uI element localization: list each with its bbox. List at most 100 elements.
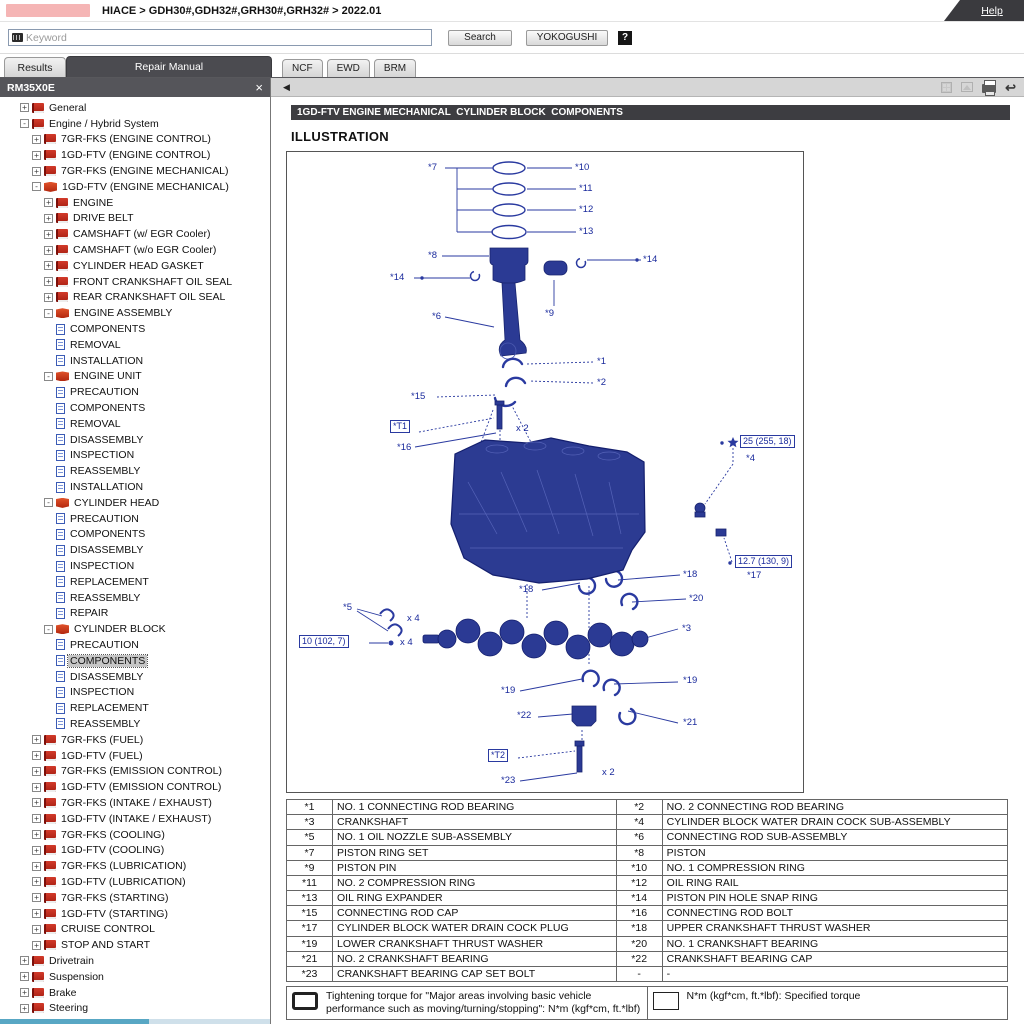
tree-item-label[interactable]: REMOVAL bbox=[70, 338, 121, 351]
tree-item[interactable]: COMPONENTS bbox=[0, 321, 270, 337]
expand-icon[interactable]: + bbox=[32, 893, 41, 903]
tree-item[interactable]: -ENGINE UNIT bbox=[0, 369, 270, 385]
tree-item[interactable]: +1GD-FTV (FUEL) bbox=[0, 748, 270, 764]
tree-item-label[interactable]: CAMSHAFT (w/ EGR Cooler) bbox=[73, 228, 211, 241]
tree-item-label[interactable]: INSTALLATION bbox=[70, 481, 144, 494]
tree-item-label[interactable]: 1GD-FTV (FUEL) bbox=[61, 749, 143, 762]
tree-item-label[interactable]: 7GR-FKS (INTAKE / EXHAUST) bbox=[61, 796, 212, 809]
keyword-input[interactable] bbox=[26, 31, 431, 44]
tree-item-label[interactable]: PRECAUTION bbox=[70, 512, 139, 525]
tree-item[interactable]: INSTALLATION bbox=[0, 353, 270, 369]
tree-item[interactable]: +REAR CRANKSHAFT OIL SEAL bbox=[0, 290, 270, 306]
tree-item[interactable]: - CYLINDER HEAD bbox=[0, 495, 270, 511]
tree-item[interactable]: DISASSEMBLY bbox=[0, 432, 270, 448]
tree-item[interactable]: + General bbox=[0, 100, 270, 116]
return-icon[interactable]: ↩ bbox=[1005, 79, 1016, 95]
tree-item-label[interactable]: 1GD-FTV (STARTING) bbox=[61, 907, 168, 920]
collapse-icon[interactable]: - bbox=[44, 498, 53, 508]
tree-item-label[interactable]: 7GR-FKS (STARTING) bbox=[61, 891, 169, 904]
tree-item-label[interactable]: FRONT CRANKSHAFT OIL SEAL bbox=[73, 275, 233, 288]
tree-item-label[interactable]: INSPECTION bbox=[70, 560, 135, 572]
tree-item[interactable]: COMPONENTS bbox=[0, 400, 270, 416]
tree-item[interactable]: + CYLINDER HEAD GASKET bbox=[0, 258, 270, 274]
tree-item-label[interactable]: 1GD-FTV (ENGINE CONTROL) bbox=[61, 149, 211, 162]
tree-item-label[interactable]: DRIVE BELT bbox=[73, 212, 134, 225]
tab-ewd[interactable]: EWD bbox=[326, 59, 370, 77]
tree-item-label[interactable]: DISASSEMBLY bbox=[70, 544, 144, 557]
expand-icon[interactable]: + bbox=[44, 261, 53, 271]
expand-icon[interactable]: + bbox=[32, 814, 41, 824]
expand-icon[interactable]: + bbox=[32, 735, 41, 745]
tree-item[interactable]: REPLACEMENT bbox=[0, 700, 270, 716]
tree-item-label[interactable]: Engine / Hybrid System bbox=[49, 117, 159, 130]
tree-item-label[interactable]: CYLINDER HEAD bbox=[74, 496, 160, 509]
tree-item-label[interactable]: 7GR-FKS (EMISSION CONTROL) bbox=[61, 765, 223, 778]
grid-view-icon[interactable] bbox=[941, 81, 953, 93]
question-mark-icon[interactable]: ? bbox=[618, 30, 632, 45]
expand-icon[interactable]: + bbox=[44, 245, 53, 255]
expand-icon[interactable]: + bbox=[44, 277, 53, 287]
tree-item[interactable]: INSTALLATION bbox=[0, 479, 270, 495]
tree-item[interactable]: + CRUISE CONTROL bbox=[0, 921, 270, 937]
tree-item[interactable]: COMPONENTS bbox=[0, 527, 270, 543]
print-icon[interactable] bbox=[982, 79, 997, 96]
tree-item-label[interactable]: 7GR-FKS (COOLING) bbox=[61, 828, 165, 841]
tree-item[interactable]: +1GD-FTV (INTAKE / EXHAUST) bbox=[0, 811, 270, 827]
tree-item[interactable]: INSPECTION bbox=[0, 558, 270, 574]
tree-item[interactable]: INSPECTION bbox=[0, 684, 270, 700]
tree-item[interactable]: +CAMSHAFT (w/o EGR Cooler) bbox=[0, 242, 270, 258]
yokogushi-button[interactable]: YOKOGUSHI bbox=[526, 29, 608, 46]
tree-item[interactable]: REASSEMBLY bbox=[0, 590, 270, 606]
tree-item[interactable]: +CAMSHAFT (w/ EGR Cooler) bbox=[0, 226, 270, 242]
tree-item-label[interactable]: Brake bbox=[49, 986, 77, 999]
expand-icon[interactable]: + bbox=[20, 103, 29, 113]
collapse-icon[interactable]: - bbox=[20, 119, 29, 129]
collapse-icon[interactable]: - bbox=[44, 371, 53, 381]
expand-icon[interactable]: + bbox=[32, 830, 41, 840]
expand-icon[interactable]: + bbox=[32, 924, 41, 934]
tree-item[interactable]: PRECAUTION bbox=[0, 384, 270, 400]
expand-icon[interactable]: + bbox=[44, 198, 53, 208]
tree-item-label[interactable]: General bbox=[49, 101, 87, 114]
expand-icon[interactable]: + bbox=[32, 134, 41, 144]
tree-item[interactable]: INSPECTION bbox=[0, 448, 270, 464]
tree-item[interactable]: REPLACEMENT bbox=[0, 574, 270, 590]
tree-scrollbar[interactable] bbox=[0, 1019, 270, 1024]
tree-item-label[interactable]: 1GD-FTV (INTAKE / EXHAUST) bbox=[61, 812, 212, 825]
tree-item[interactable]: -CYLINDER BLOCK bbox=[0, 621, 270, 637]
tree-item-label[interactable]: CRUISE CONTROL bbox=[61, 923, 155, 936]
tree-item[interactable]: PRECAUTION bbox=[0, 511, 270, 527]
tree-item[interactable]: +7GR-FKS (INTAKE / EXHAUST) bbox=[0, 795, 270, 811]
close-icon[interactable]: × bbox=[255, 80, 263, 95]
tree-item[interactable]: - Engine / Hybrid System bbox=[0, 116, 270, 132]
search-button[interactable]: Search bbox=[448, 29, 512, 46]
tree-item-label[interactable]: COMPONENTS bbox=[70, 402, 146, 415]
tree-item[interactable]: +STOP AND START bbox=[0, 937, 270, 953]
tree-item[interactable]: +1GD-FTV (COOLING) bbox=[0, 842, 270, 858]
tree-item-label[interactable]: Suspension bbox=[49, 970, 104, 983]
tree-item-label[interactable]: Steering bbox=[49, 1002, 89, 1015]
expand-icon[interactable]: + bbox=[32, 782, 41, 792]
tree-item-label[interactable]: REPAIR bbox=[70, 607, 109, 620]
tree-item-label[interactable]: REASSEMBLY bbox=[70, 591, 141, 604]
tree-item[interactable]: +Drivetrain bbox=[0, 953, 270, 969]
tree-item[interactable]: + ENGINE bbox=[0, 195, 270, 211]
tree-item[interactable]: +Suspension bbox=[0, 969, 270, 985]
image-view-icon[interactable] bbox=[961, 82, 974, 92]
tree-item-label[interactable]: 1GD-FTV (ENGINE MECHANICAL) bbox=[62, 180, 229, 193]
tree-item[interactable]: +1GD-FTV (ENGINE CONTROL) bbox=[0, 147, 270, 163]
expand-icon[interactable]: + bbox=[20, 988, 29, 998]
tree-item-label[interactable]: DISASSEMBLY bbox=[70, 670, 144, 683]
tree-item-label[interactable]: REPLACEMENT bbox=[70, 575, 149, 588]
expand-icon[interactable]: + bbox=[32, 877, 41, 887]
expand-icon[interactable]: + bbox=[32, 861, 41, 871]
tree-item[interactable]: +7GR-FKS (FUEL) bbox=[0, 732, 270, 748]
tree-item-label[interactable]: CYLINDER HEAD GASKET bbox=[73, 259, 204, 272]
tree-item[interactable]: DISASSEMBLY bbox=[0, 542, 270, 558]
tree-item[interactable]: COMPONENTS bbox=[0, 653, 270, 669]
tree-item-label[interactable]: ENGINE bbox=[73, 196, 114, 209]
tree-item[interactable]: REPAIR bbox=[0, 606, 270, 622]
tree-item[interactable]: +Steering bbox=[0, 1000, 270, 1016]
tab-brm[interactable]: BRM bbox=[373, 59, 417, 77]
tree-item-label[interactable]: INSTALLATION bbox=[70, 354, 144, 367]
